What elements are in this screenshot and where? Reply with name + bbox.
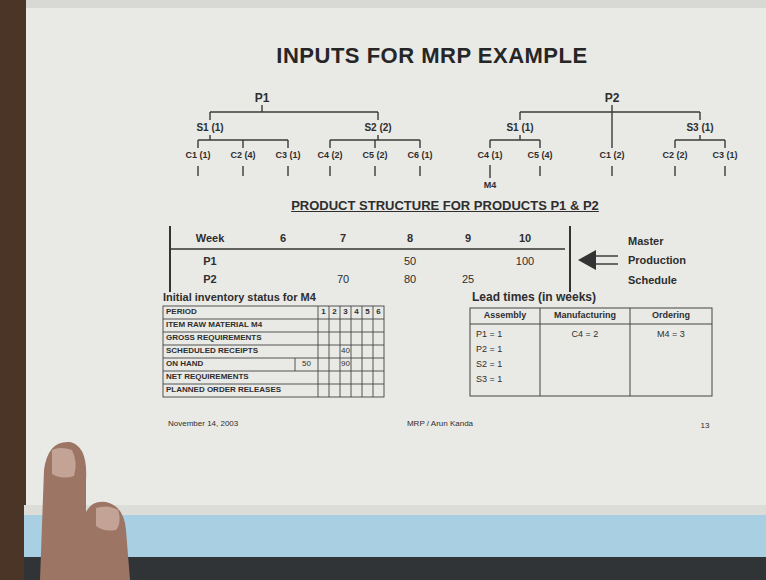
slide-label: 6: [376, 308, 380, 317]
slide-label: 13: [701, 422, 710, 431]
slide-label: PRODUCT STRUCTURE FOR PRODUCTS P1 & P2: [291, 199, 599, 213]
slide-label: November 14, 2003: [168, 420, 238, 429]
slide-label: MRP / Arun Kanda: [407, 420, 473, 429]
slide-label: 9: [465, 232, 471, 244]
slide-label: Week: [196, 232, 225, 244]
slide-label: P1 = 1: [476, 330, 502, 340]
slide-label: 10: [519, 232, 531, 244]
slide-label: 25: [462, 273, 474, 285]
slide-label: C1 (2): [599, 151, 624, 161]
slide-label: S3 (1): [686, 122, 713, 133]
slide-label: 8: [407, 232, 413, 244]
slide-label: P2: [605, 92, 620, 105]
slide-title: INPUTS FOR MRP EXAMPLE: [276, 44, 587, 68]
slide-label: C5 (4): [527, 151, 552, 161]
slide-label: P2 = 1: [476, 345, 502, 355]
slide-label: GROSS REQUIREMENTS: [166, 334, 262, 343]
slide-label: Initial inventory status for M4: [163, 291, 316, 303]
slide-label: C1 (1): [185, 151, 210, 161]
slide-label: Ordering: [652, 311, 690, 321]
slide-label: S1 (1): [196, 122, 223, 133]
slide-label: 70: [337, 273, 349, 285]
slide-label: Assembly: [484, 311, 527, 321]
slide-label: P1: [255, 92, 270, 105]
slide-label: C2 (2): [662, 151, 687, 161]
slide-label: 40: [341, 347, 350, 356]
slide-label: 6: [280, 232, 286, 244]
slide-label: P1: [203, 255, 216, 267]
slide-label: C5 (2): [362, 151, 387, 161]
slide-label: 4: [354, 308, 358, 317]
slide-label: SCHEDULED RECEIPTS: [166, 347, 258, 356]
slide-label: 50: [404, 255, 416, 267]
slide-label: S2 = 1: [476, 360, 502, 370]
slide-label: M4 = 3: [657, 330, 685, 340]
slide-label: C4 = 2: [572, 330, 599, 340]
slide-label: C6 (1): [407, 151, 432, 161]
slide-label: S3 = 1: [476, 375, 502, 385]
slide-label: C2 (4): [230, 151, 255, 161]
slide-label: 50: [302, 360, 311, 369]
slide-label: C4 (1): [477, 151, 502, 161]
slide-label: C3 (1): [712, 151, 737, 161]
slide-label: C3 (1): [275, 151, 300, 161]
slide-label: ITEM RAW MATERIAL M4: [166, 321, 262, 330]
slide-label: M4: [484, 181, 497, 191]
slide-label: 3: [343, 308, 347, 317]
slide-label: NET REQUIREMENTS: [166, 373, 249, 382]
slide-label: S2 (2): [364, 122, 391, 133]
slide-label: 2: [332, 308, 336, 317]
slide-label: Master Production Schedule: [628, 232, 686, 290]
slide-label: PERIOD: [166, 308, 197, 317]
slide-label: P2: [203, 273, 216, 285]
slide-label: 90: [341, 360, 350, 369]
slide-label: Manufacturing: [554, 311, 616, 321]
slide-label: C4 (2): [317, 151, 342, 161]
slide-label: 1: [321, 308, 325, 317]
slide-label: 5: [365, 308, 369, 317]
slide-label: S1 (1): [506, 122, 533, 133]
slide-label: Lead times (in weeks): [472, 291, 596, 304]
slide-label: 80: [404, 273, 416, 285]
slide-label: 100: [516, 255, 534, 267]
slide-label: ON HAND: [166, 360, 203, 369]
slide-label: PLANNED ORDER RELEASES: [166, 386, 281, 395]
slide-label: 7: [340, 232, 346, 244]
